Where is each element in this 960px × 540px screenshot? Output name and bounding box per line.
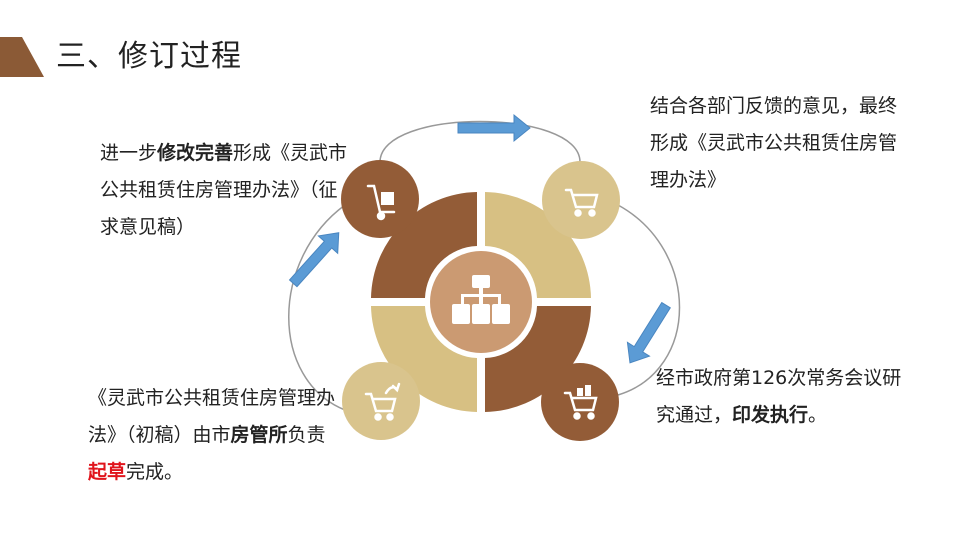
page-title: 三、修订过程 — [56, 39, 242, 74]
step-text-part: 形成《灵武市公共租赁住房管理办法》（征求意见稿） — [100, 142, 348, 238]
arrow-top-icon — [457, 113, 531, 143]
step-circle-1 — [341, 160, 419, 238]
cart-arrow-icon — [364, 382, 401, 421]
arrow-right-icon — [626, 301, 671, 364]
step-circle-4 — [342, 362, 420, 440]
step-text-1: 进一步修改完善形成《灵武市公共租赁住房管理办法》（征求意见稿） — [100, 135, 350, 246]
arrow-left-icon — [288, 232, 340, 288]
step-text-part: 《灵武市公共租赁住房管理办法》（初稿）由市 — [88, 387, 336, 446]
connector-left — [288, 204, 346, 411]
step-text-part: 结合各部门反馈的意见，最终形成《灵武市公共租赁住房管理办法》 — [650, 95, 898, 191]
step-text-2: 结合各部门反馈的意见，最终形成《灵武市公共租赁住房管理办法》 — [650, 88, 900, 199]
step-text-part: 印发执行 — [732, 404, 809, 426]
ring — [371, 192, 591, 412]
ring-segment-top-left — [371, 192, 477, 298]
ring-segment-bottom-right — [485, 306, 591, 412]
connector-right — [617, 204, 681, 396]
step-text-3: 经市政府第126次常务会议研究通过，印发执行。 — [656, 360, 906, 434]
ring-segment-bottom-left — [371, 306, 477, 412]
step-text-part: 修改完善 — [157, 142, 234, 164]
step-text-part: 起草 — [88, 461, 127, 483]
step-text-part: 房管所 — [230, 424, 288, 446]
step-text-4: 《灵武市公共租赁住房管理办法》（初稿）由市房管所负责起草完成。 — [88, 380, 338, 491]
connector-top — [379, 120, 581, 163]
org-chart-icon — [452, 275, 510, 324]
step-circle-3 — [541, 363, 619, 441]
step-circle-2 — [542, 161, 620, 239]
step-text-part: 完成。 — [126, 461, 184, 483]
step-text-part: 经市政府第126次常务会议研究通过， — [656, 367, 902, 426]
ring-segment-top-right — [485, 192, 591, 298]
cart-full-icon — [563, 385, 598, 420]
hand-truck-icon — [366, 184, 396, 221]
shopping-cart-icon — [564, 188, 599, 217]
step-text-part: 负责 — [287, 424, 326, 446]
step-text-part: 进一步 — [100, 142, 158, 164]
step-text-part: 。 — [808, 404, 828, 426]
title-marker-icon — [0, 37, 44, 77]
